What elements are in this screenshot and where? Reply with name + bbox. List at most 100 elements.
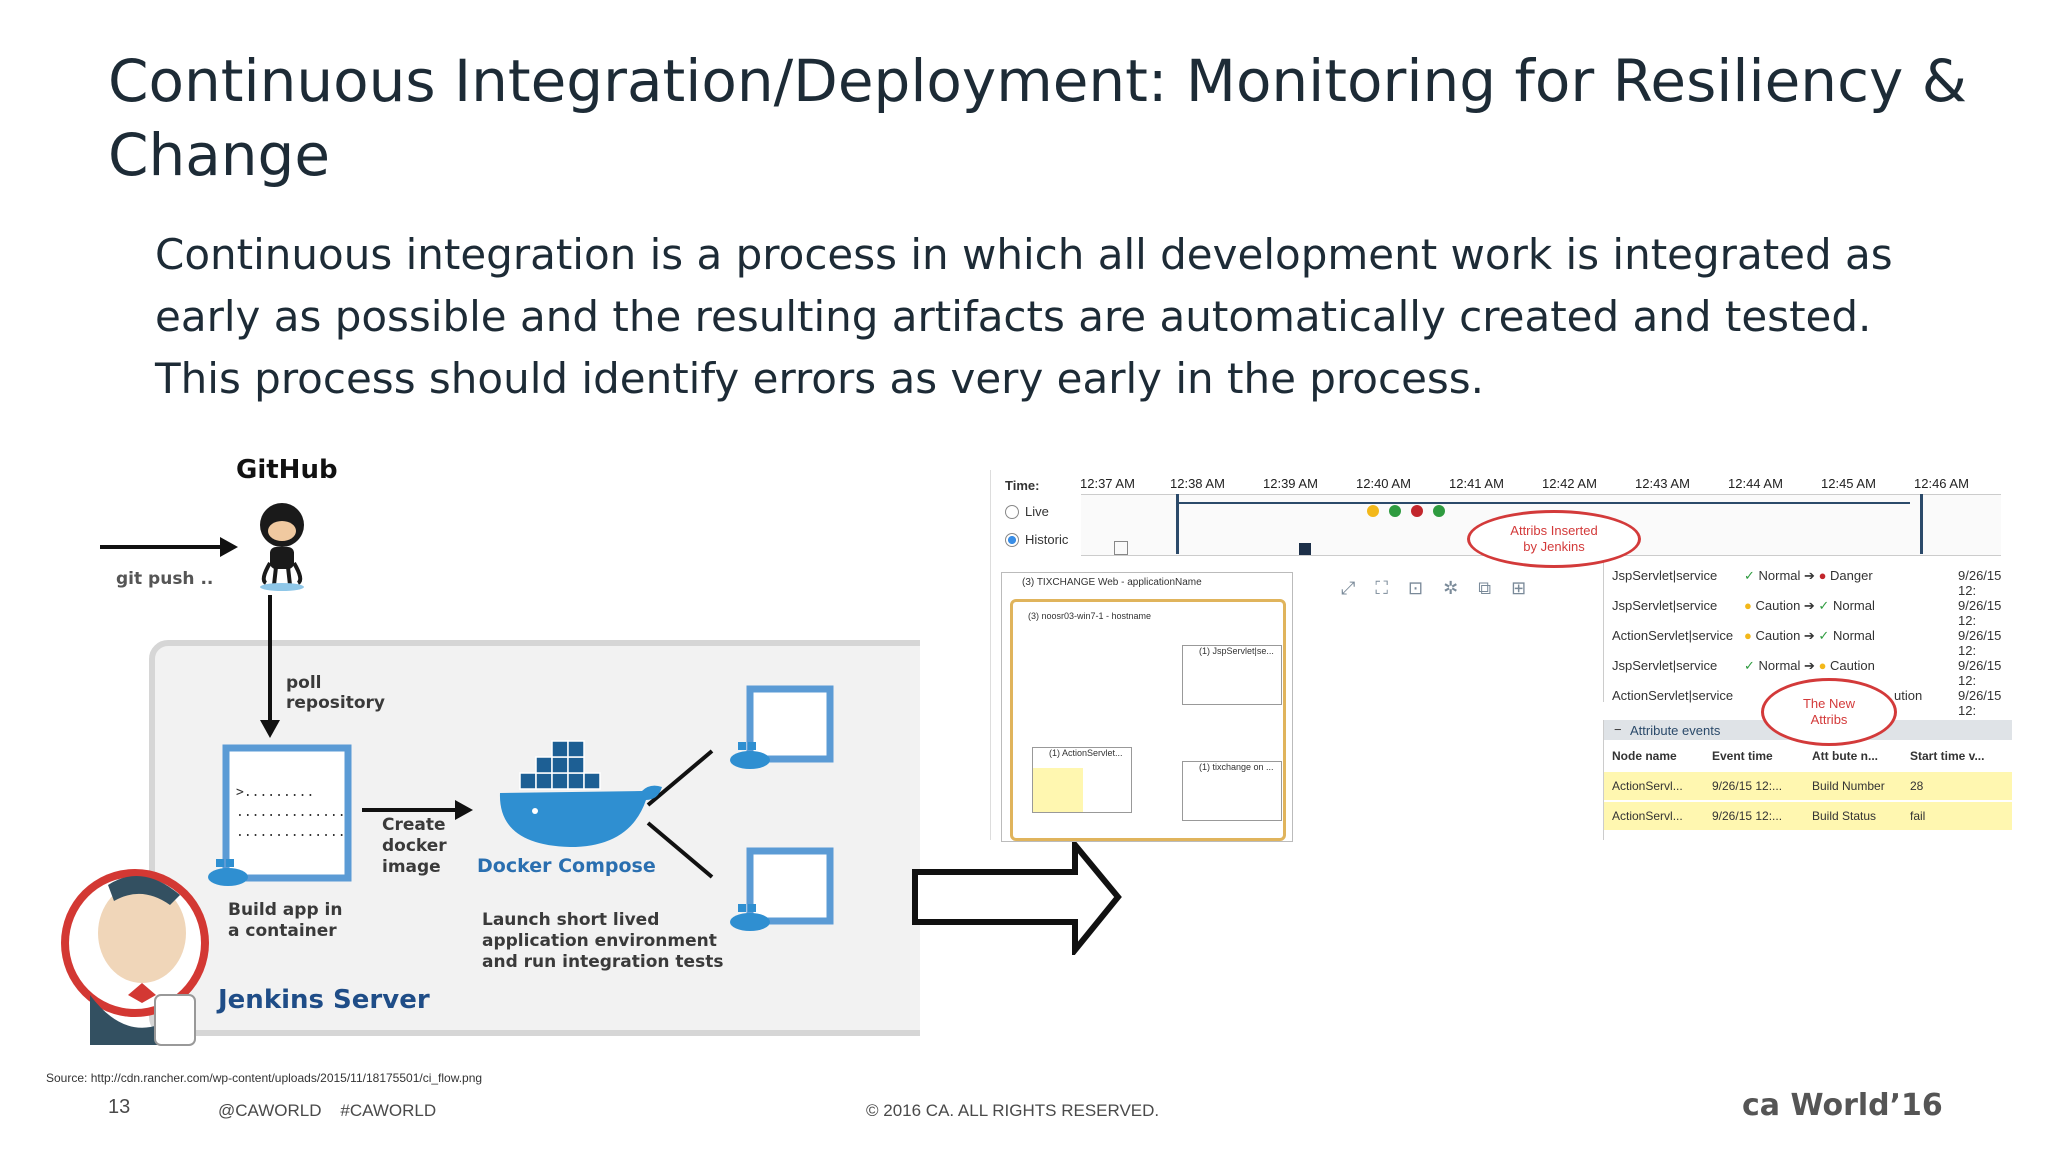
caution-status-icon: ●: [1818, 658, 1827, 673]
container-box-bottom: [746, 847, 834, 925]
terminal-box: [222, 744, 352, 882]
attr-cell: ActionServl...: [1612, 809, 1683, 823]
small-docker-icon-3: [730, 904, 770, 931]
alert-to: ution: [1894, 688, 1923, 703]
column-header[interactable]: Node name: [1612, 749, 1677, 763]
normal-status-icon: ✓: [1818, 628, 1830, 643]
event-dot-red-icon[interactable]: [1411, 505, 1423, 517]
attr-cell: 9/26/15 12:...: [1712, 779, 1783, 793]
event-dot-green-icon[interactable]: [1433, 505, 1445, 517]
ca-world-logo: ca World’16: [1742, 1088, 1943, 1123]
alerts-table: JspServlet|service ✓ Normal ➔ ● Danger 9…: [1603, 562, 2012, 718]
event-dot-green-icon[interactable]: [1389, 505, 1401, 517]
alert-to: Normal: [1832, 598, 1875, 613]
docker-whale-icon: [499, 740, 662, 847]
alert-time: 9/26/15 12:: [1958, 628, 2002, 658]
slide-body-text: Continuous integration is a process in w…: [155, 230, 1893, 403]
layout-icon[interactable]: ⊞: [1511, 578, 1527, 598]
alert-name: JspServlet|service: [1612, 598, 1718, 613]
launch-environment-label: Launch short lived application environme…: [482, 910, 724, 972]
live-radio-label: Live: [1025, 504, 1049, 519]
github-octocat-icon: [260, 503, 304, 591]
timeline-tick: 12:46 AM: [1914, 476, 1969, 491]
caution-status-icon: ●: [1744, 598, 1752, 613]
timeline-tick: 12:39 AM: [1263, 476, 1318, 491]
git-push-label: git push ..: [116, 569, 214, 589]
historic-radio[interactable]: Historic: [1005, 532, 1068, 547]
alert-name: JspServlet|service: [1612, 568, 1718, 583]
filter-icon[interactable]: ⧉: [1478, 578, 1492, 598]
event-dot-yellow-icon[interactable]: [1367, 505, 1379, 517]
settings-icon[interactable]: ✲: [1443, 578, 1459, 598]
column-header[interactable]: Att bute n...: [1812, 749, 1878, 763]
node-tixchange-label: (1) tixchange on ...: [1199, 762, 1274, 772]
alert-time: 9/26/15 12:: [1958, 658, 2002, 688]
timeline-tick: 12:44 AM: [1728, 476, 1783, 491]
caution-status-icon: ●: [1744, 628, 1752, 643]
node-action[interactable]: (1) ActionServlet...: [1032, 747, 1132, 813]
attr-cell: 28: [1910, 779, 1924, 793]
live-radio[interactable]: Live: [1005, 504, 1049, 519]
alert-name: ActionServlet|service: [1612, 688, 1734, 703]
timeline-tick: 12:38 AM: [1170, 476, 1225, 491]
attr-header-row: Node name Event time Att bute n... Start…: [1604, 744, 2012, 768]
terminal-line: ..............: [236, 805, 346, 820]
alert-time: 9/26/15 12:: [1958, 598, 2002, 628]
attr-cell: 9/26/15 12:...: [1712, 809, 1783, 823]
page-number: 13: [108, 1096, 131, 1118]
small-docker-icon-1: [208, 859, 248, 886]
attr-cell: fail: [1910, 809, 1926, 823]
attr-row[interactable]: ActionServl... 9/26/15 12:... Build Numb…: [1604, 772, 2012, 800]
node-action-label: (1) ActionServlet...: [1049, 748, 1123, 758]
big-flow-arrow-icon: [912, 840, 1122, 955]
topology-panel: (3) TIXCHANGE Web - applicationName (3) …: [1001, 572, 1293, 842]
callout-new-attribs: The New Attribs: [1761, 678, 1897, 746]
copyright: © 2016 CA. ALL RIGHTS RESERVED.: [866, 1101, 1160, 1120]
column-header[interactable]: Start time v...: [1910, 749, 1985, 763]
create-docker-image-label: Create docker image: [382, 815, 447, 877]
timeline-tick: 12:43 AM: [1635, 476, 1690, 491]
terminal-line: ..............: [236, 825, 346, 840]
attribute-events-label: Attribute events: [1630, 723, 1721, 738]
alert-to: Caution: [1830, 658, 1875, 673]
container-box-top: [746, 685, 834, 763]
docker-compose-label: Docker Compose: [477, 855, 656, 877]
alert-from: Normal: [1758, 658, 1801, 673]
slide-title: Continuous Integration/Deployment: Monit…: [108, 47, 1967, 189]
normal-status-icon: ✓: [1744, 568, 1755, 583]
column-header[interactable]: Event time: [1712, 749, 1773, 763]
small-docker-icon-2: [730, 742, 770, 769]
node-jsp-label: (1) JspServlet|se...: [1199, 646, 1274, 656]
alert-time: 9/26/15 12:: [1958, 568, 2002, 598]
ci-flow-graphics: [61, 503, 920, 1046]
callout-attribs-inserted: Attribs Inserted by Jenkins: [1467, 510, 1641, 568]
alert-to: Danger: [1830, 568, 1873, 583]
danger-status-icon: ●: [1818, 568, 1827, 583]
alert-time: 9/26/15 12:: [1958, 688, 2002, 718]
timeline-tick: 12:42 AM: [1542, 476, 1597, 491]
terminal-text: >......... .............. ..............: [236, 783, 346, 843]
expand-icon[interactable]: ⛶: [1375, 578, 1389, 598]
fit-view-icon[interactable]: ⤢: [1341, 578, 1356, 598]
collapse-icon[interactable]: ⊡: [1408, 578, 1424, 598]
collapse-icon: −: [1614, 722, 1622, 737]
ci-flow-diagram: GitHub git push .. poll repository >....…: [30, 455, 920, 1055]
view-toolbar: ⤢ ⛶ ⊡ ✲ ⧉ ⊞: [1341, 578, 1526, 599]
terminal-line: >.........: [236, 785, 315, 800]
alert-name: ActionServlet|service: [1612, 628, 1734, 643]
attr-row[interactable]: ActionServl... 9/26/15 12:... Build Stat…: [1604, 802, 2012, 830]
jenkins-server-label: Jenkins Server: [218, 985, 430, 1015]
jenkins-butler-icon: [61, 869, 209, 1046]
timeline-tick: 12:40 AM: [1356, 476, 1411, 491]
node-jsp[interactable]: (1) JspServlet|se...: [1182, 645, 1282, 705]
tree-host-label: (3) noosr03-win7-1 - hostname: [1028, 611, 1152, 621]
normal-status-icon: ✓: [1818, 598, 1830, 613]
normal-status-icon: ✓: [1744, 658, 1755, 673]
checkbox-icon[interactable]: [1114, 541, 1128, 555]
node-tixchange[interactable]: (1) tixchange on ...: [1182, 761, 1282, 821]
timeline-marker-icon[interactable]: [1299, 543, 1311, 555]
historic-radio-label: Historic: [1025, 532, 1069, 547]
tree-root-label: (3) TIXCHANGE Web - applicationName: [1022, 577, 1202, 588]
alert-from: Caution: [1755, 628, 1801, 643]
time-label: Time:: [1005, 478, 1040, 493]
